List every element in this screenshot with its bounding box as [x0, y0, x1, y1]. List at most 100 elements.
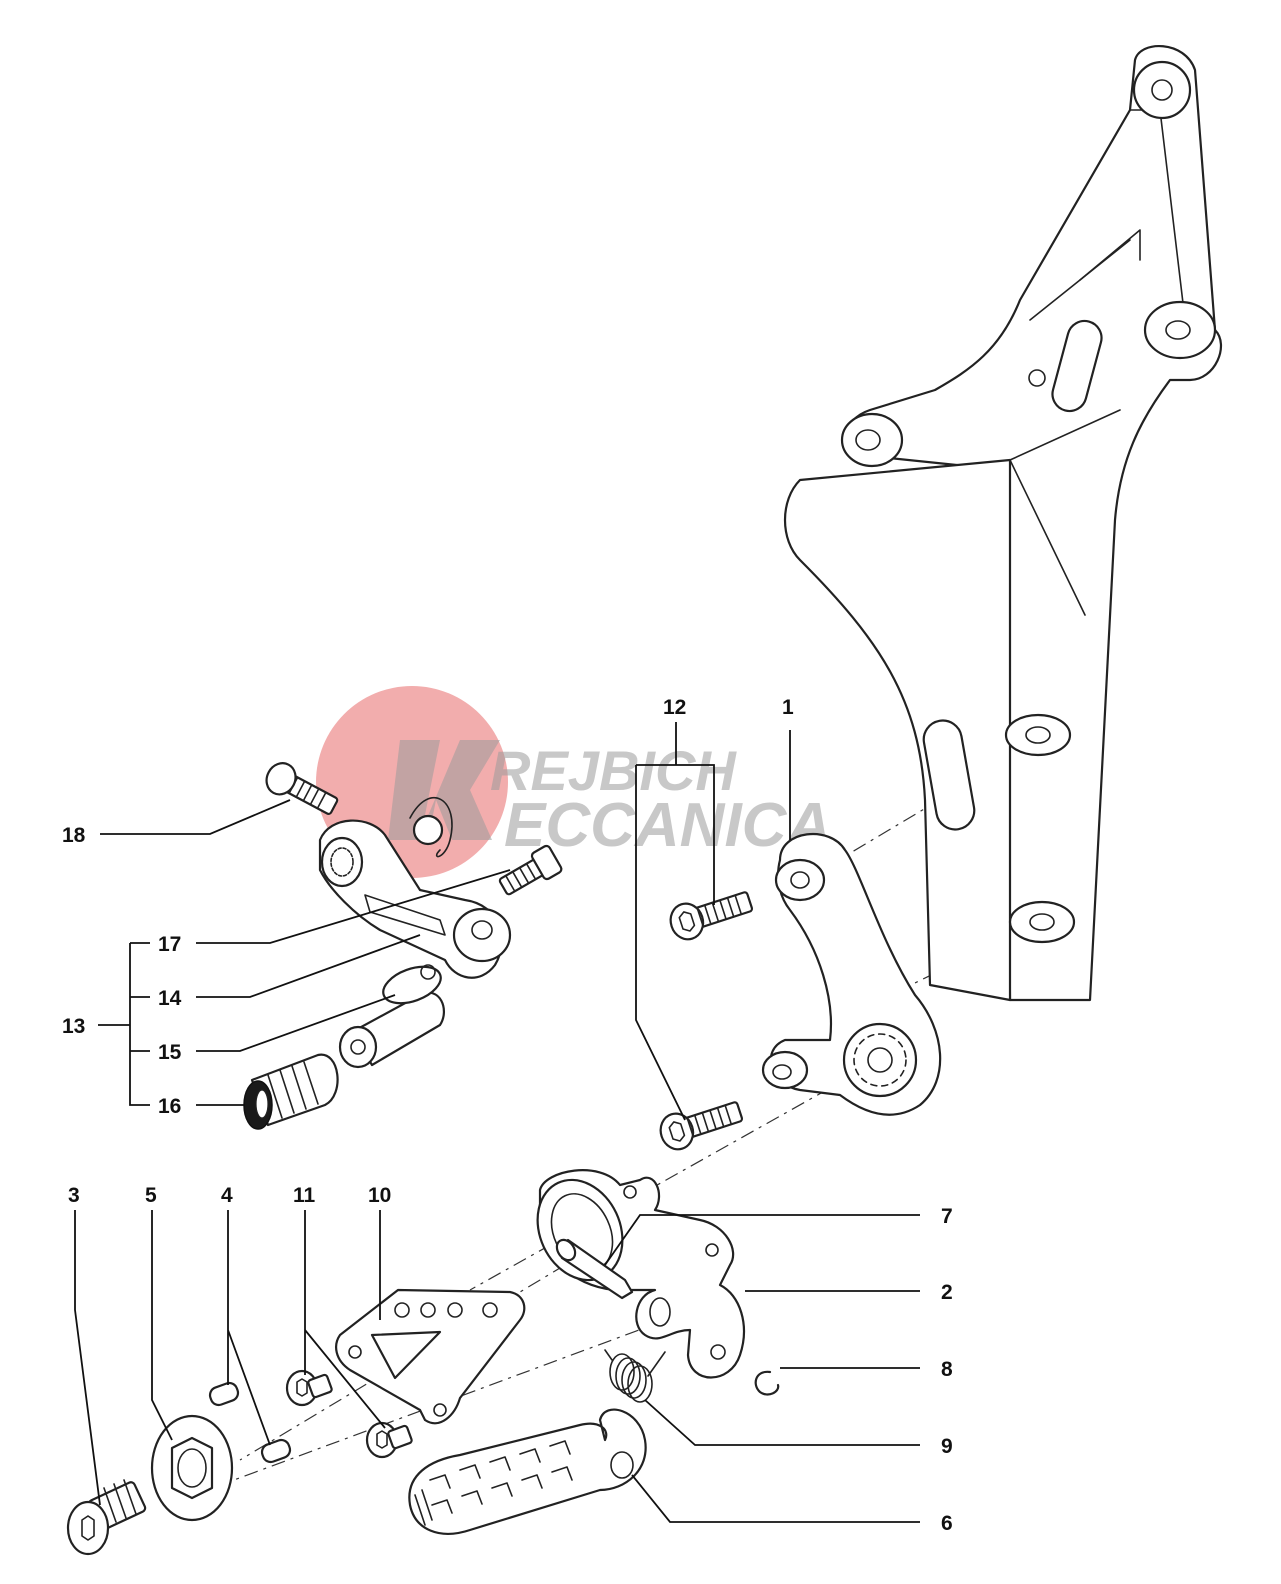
part-16-rubber-pad — [243, 1053, 339, 1130]
frame-hole-lower — [1008, 900, 1076, 944]
hinge-hole-3 — [710, 1344, 726, 1360]
footpeg-tip-grip — [414, 1489, 433, 1526]
leader-14 — [196, 934, 421, 998]
callout-9: 9 — [941, 1435, 953, 1458]
part-10-heel-plate — [335, 1288, 526, 1425]
heel-plate-hole-1 — [394, 1302, 410, 1318]
callout-8: 8 — [941, 1358, 953, 1381]
part-9-spring — [604, 1349, 666, 1403]
bolt-socket — [81, 1515, 95, 1541]
frame-bracket — [783, 45, 1223, 1002]
part-14-lever-linkage — [318, 796, 512, 979]
callout-13: 13 — [62, 1015, 85, 1038]
frame-mid-boss — [1143, 300, 1217, 360]
heel-plate-body — [335, 1288, 526, 1425]
heel-plate-cutout — [370, 1330, 442, 1380]
watermark-line1: REJBICH — [490, 739, 737, 802]
leader-17 — [196, 869, 511, 944]
heel-plate-hole-5 — [348, 1345, 362, 1359]
pin-head-socket — [350, 1039, 366, 1055]
frame-bracket-body — [845, 45, 1223, 1002]
leader-lines — [74, 722, 920, 1523]
part-17-screw — [498, 844, 563, 896]
dowel-lower — [260, 1438, 292, 1464]
callout-6: 6 — [941, 1512, 953, 1535]
linkage-spline-inner — [330, 847, 354, 877]
hinge-side-hole — [649, 1297, 671, 1327]
callout-11: 11 — [293, 1184, 316, 1207]
frame-rib-4 — [1079, 229, 1141, 281]
leader-7 — [604, 1214, 920, 1266]
callout-10: 10 — [368, 1184, 391, 1207]
callout-7: 7 — [941, 1205, 953, 1228]
linkage-spline-hub — [320, 836, 364, 888]
leader-4 — [227, 1210, 271, 1446]
part-12-screws — [659, 891, 754, 1151]
part-1-bracket-arm — [761, 832, 942, 1116]
arm-side-hole — [772, 1064, 792, 1080]
pad-ribs — [267, 1061, 319, 1119]
axis-pivot — [469, 1059, 881, 1291]
callout-12: 12 — [663, 696, 686, 719]
heel-plate-hole-6 — [433, 1403, 447, 1417]
pin-head — [338, 1025, 378, 1069]
linkage-spring-wire — [409, 796, 453, 858]
screw-lower — [659, 1101, 744, 1151]
pin-bracket-hole — [420, 964, 436, 980]
leader-11 — [304, 1210, 386, 1429]
linkage-slot — [364, 894, 446, 936]
heel-plate-hole-4 — [482, 1302, 498, 1318]
callout-5: 5 — [145, 1184, 157, 1207]
leader-13-brace — [98, 942, 150, 1106]
frame-rib-2 — [1009, 409, 1121, 461]
part-6-footpeg — [408, 1408, 647, 1535]
bolt-thread — [103, 1479, 137, 1523]
callout-1: 1 — [782, 696, 794, 719]
frame-slot-lower — [922, 719, 976, 831]
bolt-head — [66, 1500, 110, 1556]
hinge-hole-2 — [705, 1243, 719, 1257]
part-11-screws — [285, 1369, 413, 1459]
callout-3: 3 — [68, 1184, 80, 1207]
callout-17: 17 — [158, 933, 181, 956]
heel-plate-hole-3 — [447, 1302, 463, 1318]
part-7-hinge-pin — [555, 1238, 634, 1300]
heel-plate-hole-2 — [420, 1302, 436, 1318]
linkage-spring-gear — [412, 814, 444, 846]
footpeg-pivot-hole — [610, 1451, 634, 1479]
part-18-pivot-screw — [265, 762, 339, 815]
frame-hole-lower-inner — [1029, 913, 1055, 931]
screw-upper — [669, 891, 754, 941]
frame-top-hole — [1151, 79, 1173, 101]
frame-bracket-plate — [783, 458, 1012, 1002]
frame-hole-upper-inner — [1025, 726, 1051, 744]
frame-left-hole — [855, 429, 881, 451]
arm-top-hole — [790, 871, 810, 889]
watermark-k-mark — [388, 740, 500, 840]
callout-16: 16 — [158, 1095, 181, 1118]
linkage-boss — [452, 907, 512, 963]
frame-hole-upper — [1004, 713, 1072, 757]
part-5-nut — [150, 1414, 234, 1522]
leader-15 — [196, 994, 396, 1052]
footpeg-teeth-1 — [429, 1440, 571, 1489]
frame-rib-1 — [1009, 459, 1086, 616]
frame-left-boss — [840, 412, 904, 468]
part-15-pin — [338, 964, 445, 1069]
linkage-boss-hole — [471, 920, 493, 940]
leader-9 — [644, 1399, 920, 1446]
pad-body — [250, 1053, 339, 1127]
leader-12-top — [636, 764, 715, 905]
frame-small-hole — [1028, 369, 1046, 387]
footpeg-body — [408, 1408, 647, 1535]
leader-6 — [631, 1474, 920, 1523]
frame-mid-hole — [1165, 320, 1191, 340]
leader-18 — [100, 799, 291, 835]
nut-inner — [177, 1448, 207, 1488]
callout-14: 14 — [158, 987, 182, 1010]
screw-11-upper — [285, 1369, 333, 1407]
arm-serration-ring — [853, 1033, 907, 1087]
arm-top-boss — [774, 858, 826, 902]
part-3-bolt — [66, 1479, 147, 1556]
arm-side-boss — [761, 1050, 809, 1090]
